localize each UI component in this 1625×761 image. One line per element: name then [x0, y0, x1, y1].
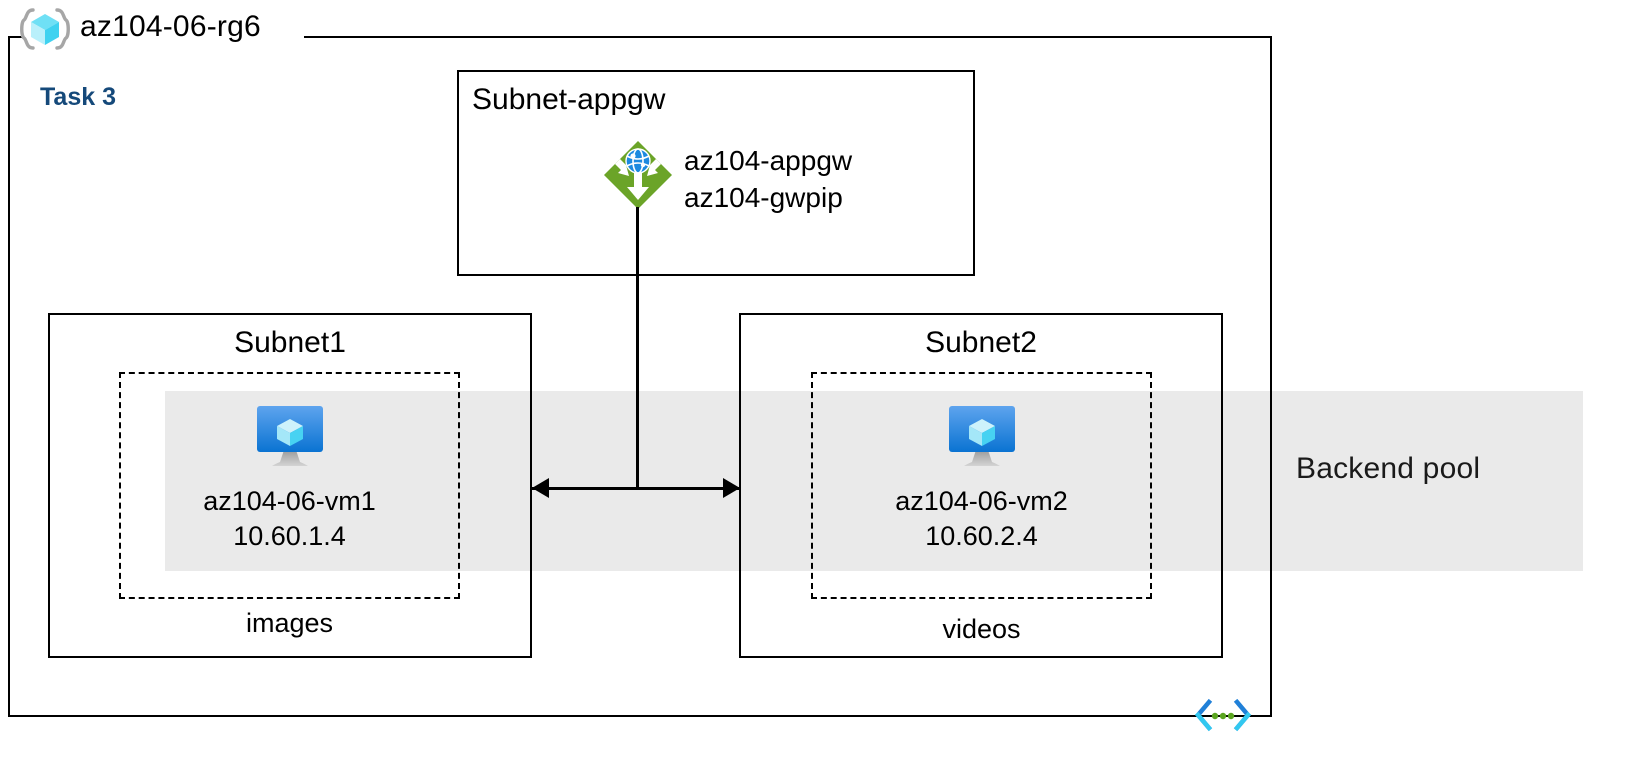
gateway-name: az104-appgw	[684, 145, 853, 176]
subnet1-subnet2-connector	[532, 487, 740, 490]
resource-group-frame	[8, 36, 1272, 717]
virtual-machine-icon	[943, 400, 1021, 472]
subnet1-box	[48, 313, 532, 658]
backend-pool-label: Backend pool	[1296, 452, 1481, 485]
subnet2-vm-group	[811, 372, 1152, 599]
vm2-ip: 10.60.2.4	[925, 521, 1038, 551]
subnet1-footer-label: images	[245, 608, 334, 638]
application-gateway-icon	[602, 139, 674, 211]
virtual-machine-icon	[251, 400, 329, 472]
vm1-name: az104-06-vm1	[203, 486, 376, 516]
task-label: Task 3	[40, 83, 116, 111]
subnet2-title: Subnet2	[925, 326, 1037, 359]
gateway-pip-name: az104-gwpip	[684, 182, 843, 213]
resource-group-cube-icon	[20, 6, 70, 52]
vm2-name: az104-06-vm2	[895, 486, 1068, 516]
backend-pool-band	[165, 391, 1583, 571]
gateway-labels: az104-appgw az104-gwpip	[684, 142, 852, 216]
vm1-block: az104-06-vm1 10.60.1.4	[119, 400, 460, 554]
gateway-to-backend-connector	[636, 207, 639, 490]
vm2-block: az104-06-vm2 10.60.2.4	[811, 400, 1152, 554]
subnet2-footer-label: videos	[942, 614, 1021, 644]
subnet1-vm-group	[119, 372, 460, 599]
arrow-head-right-icon	[723, 478, 740, 498]
subnet-appgw-title: Subnet-appgw	[472, 83, 666, 116]
resource-group-name: az104-06-rg6	[80, 10, 261, 43]
resource-group-title-gap	[22, 27, 304, 45]
arrow-head-left-icon	[532, 478, 549, 498]
subnet2-box	[739, 313, 1223, 658]
code-brackets-icon	[1194, 698, 1252, 732]
vm1-ip: 10.60.1.4	[233, 521, 346, 551]
subnet-appgw-box	[457, 70, 975, 276]
subnet1-title: Subnet1	[234, 326, 346, 359]
